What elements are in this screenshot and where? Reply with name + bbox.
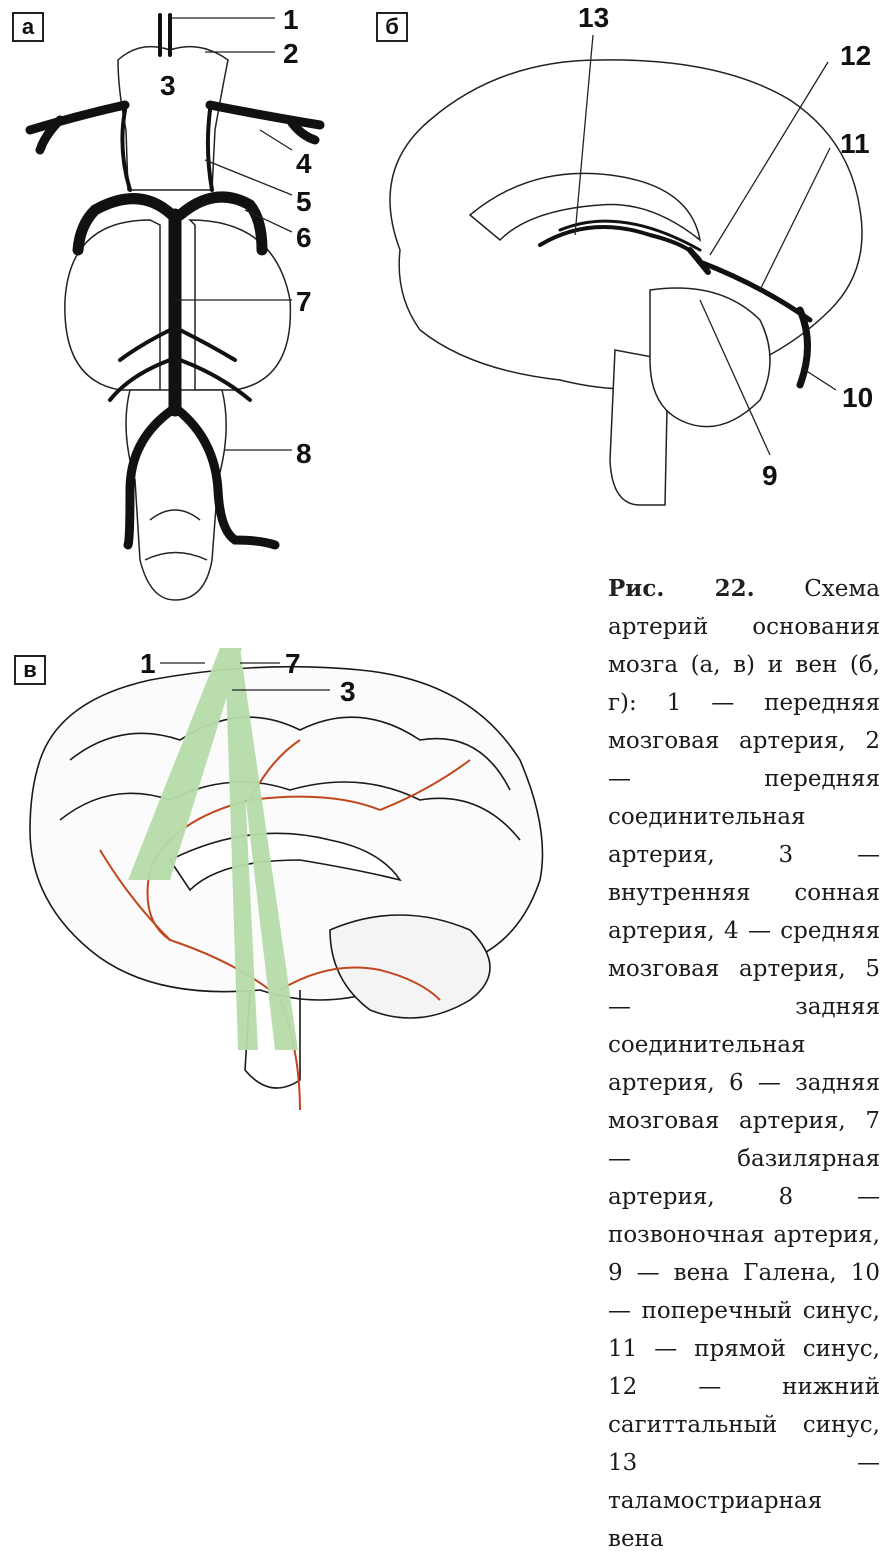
callout-b-9: 9	[762, 462, 778, 490]
brainstem-outline	[118, 47, 228, 190]
callout-v-1: 1	[140, 650, 156, 678]
transverse-sinus	[800, 310, 808, 385]
callout-b-13: 13	[578, 4, 609, 32]
medulla-outline	[126, 390, 226, 600]
callout-a-6: 6	[296, 224, 312, 252]
callout-a-1: 1	[283, 6, 299, 34]
callout-a-4: 4	[296, 150, 312, 178]
callout-a-5: 5	[296, 188, 312, 216]
middle-cerebral-artery-right	[210, 105, 320, 140]
callout-a-3: 3	[160, 72, 176, 100]
figure-caption-text: Схема артерий основания мозга (а, в) и в…	[608, 576, 880, 1552]
callout-a-2: 2	[283, 40, 299, 68]
callout-a-7: 7	[296, 288, 312, 316]
callout-b-10: 10	[842, 384, 873, 412]
callout-b-12: 12	[840, 42, 871, 70]
figure-caption: Рис. 22. Схема артерий основания мозга (…	[608, 570, 880, 1558]
cerebellum-right	[190, 220, 290, 390]
figure-number: Рис. 22.	[608, 575, 755, 602]
callout-b-11: 11	[840, 130, 870, 158]
panel-b-brain-outline	[390, 60, 862, 389]
callout-v-7: 7	[285, 650, 301, 678]
callout-v-3: 3	[340, 678, 356, 706]
callout-a-8: 8	[296, 440, 312, 468]
middle-cerebral-artery-left	[30, 105, 125, 150]
